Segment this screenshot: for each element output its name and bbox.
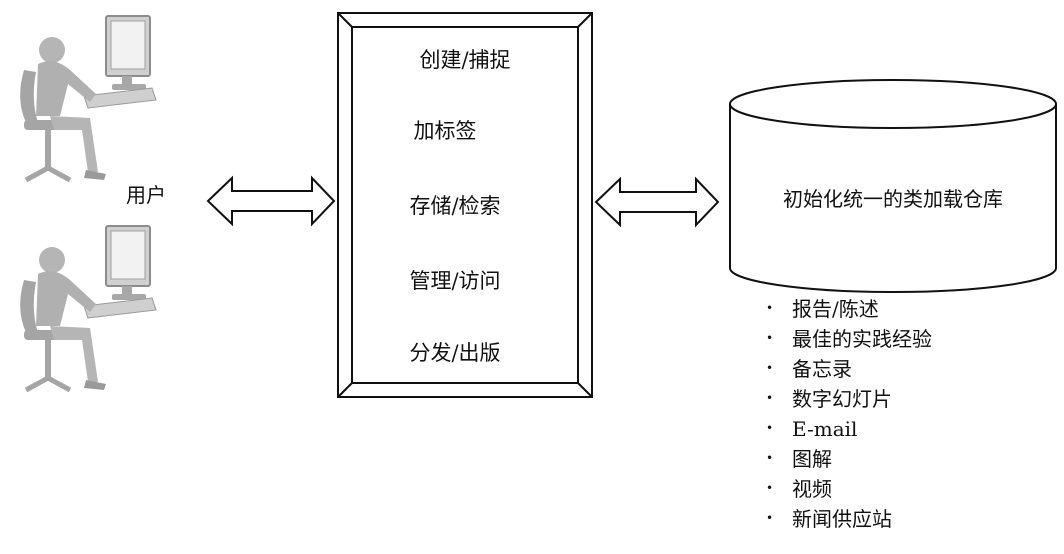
list-item: • E-mail [766, 416, 932, 446]
user-figure-icon-top [20, 16, 156, 180]
process-box-frame [337, 12, 593, 398]
bullet-icon: • [766, 421, 774, 435]
list-item: • 数字幻灯片 [766, 386, 932, 416]
list-item-label: 图解 [792, 447, 832, 471]
bullet-icon: • [766, 511, 774, 525]
process-step-manage-access: 管理/访问 [409, 269, 501, 293]
bullet-icon: • [766, 481, 774, 495]
left-double-arrow-icon [206, 175, 336, 227]
list-item: • 视频 [766, 476, 932, 506]
bullet-icon: • [766, 451, 774, 465]
list-item: • 图解 [766, 446, 932, 476]
process-step-tagging: 加标签 [413, 119, 477, 143]
process-step-create-capture: 创建/捕捉 [419, 48, 511, 72]
list-item-label: 新闻供应站 [792, 507, 892, 531]
process-step-store-retrieve: 存储/检索 [409, 194, 501, 218]
process-step-distribute-publish: 分发/出版 [409, 341, 501, 365]
content-type-list: •报告/陈述 •最佳的实践经验 •备忘录 •数字幻灯片 •E-mail •图解 … [766, 296, 932, 536]
list-item-label: 最佳的实践经验 [792, 327, 932, 351]
list-item-label: 数字幻灯片 [792, 387, 892, 411]
bullet-icon: • [766, 301, 774, 315]
list-item: • 备忘录 [766, 356, 932, 386]
list-item: • 新闻供应站 [766, 506, 932, 536]
list-item-label: 视频 [792, 477, 832, 501]
list-item-label: 报告/陈述 [792, 297, 879, 321]
users-label: 用户 [126, 183, 166, 207]
list-item: • 报告/陈述 [766, 296, 932, 326]
user-figure-icon-bottom [20, 226, 156, 390]
bullet-icon: • [766, 331, 774, 345]
bullet-icon: • [766, 361, 774, 375]
list-item-label: 备忘录 [792, 357, 852, 381]
list-item-label: E-mail [792, 417, 858, 441]
repository-label: 初始化统一的类加载仓库 [783, 187, 1003, 211]
list-item: • 最佳的实践经验 [766, 326, 932, 356]
right-double-arrow-icon [594, 176, 720, 228]
bullet-icon: • [766, 391, 774, 405]
repository-cylinder-icon [729, 79, 1057, 293]
